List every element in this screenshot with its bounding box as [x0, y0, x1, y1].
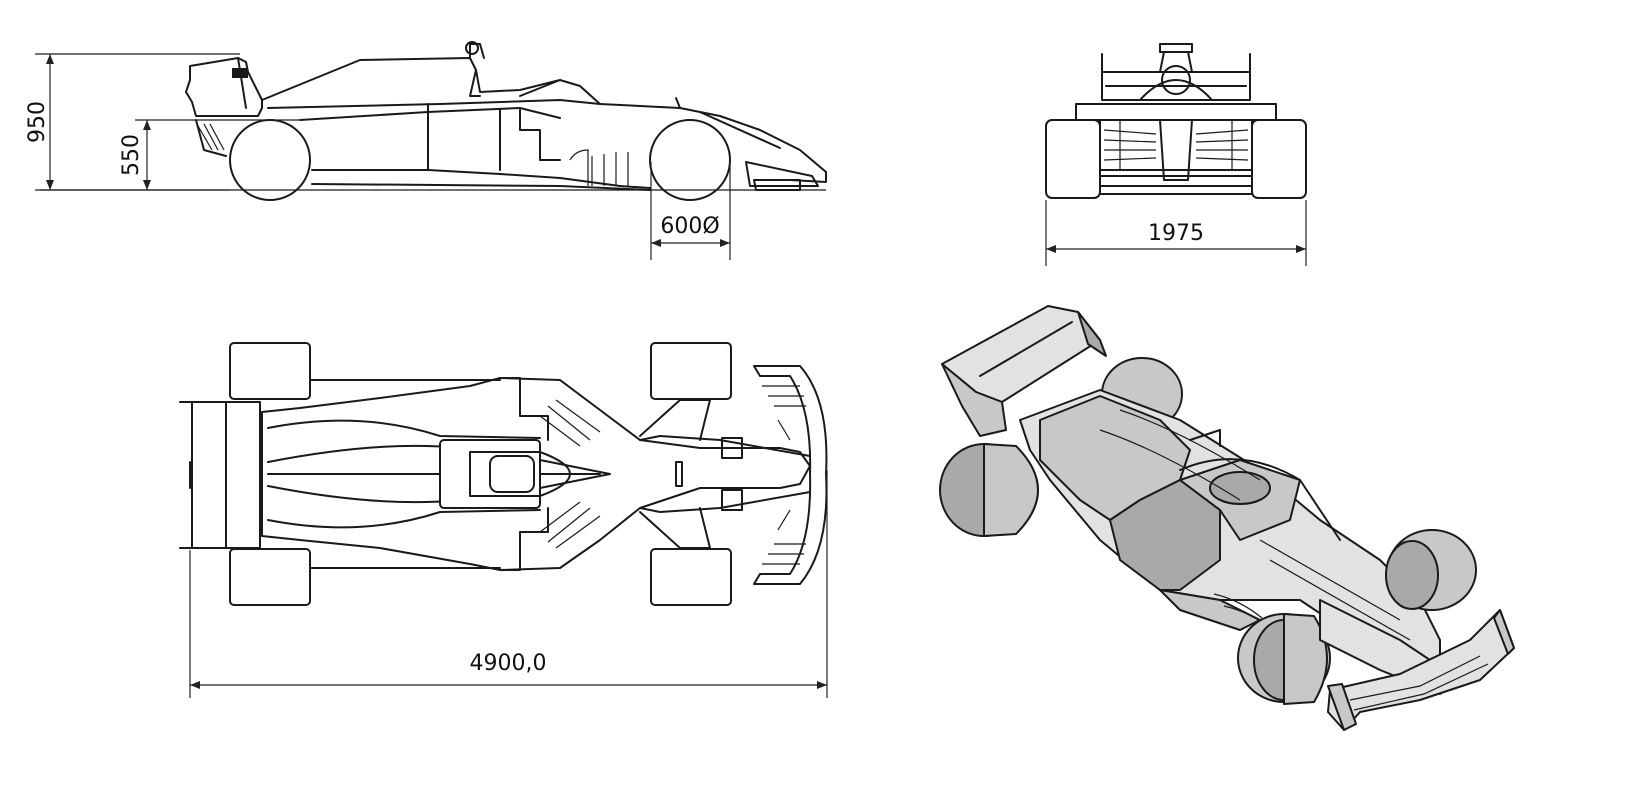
side-view [40, 41, 827, 201]
wheel-diameter-label: 600Ø [660, 214, 719, 239]
dimension-wheel-diameter: 600Ø [650, 162, 731, 260]
dimension-overall-length: 4900,0 [189, 470, 828, 698]
front-view [1045, 43, 1307, 199]
front-track-label: 1975 [1148, 221, 1204, 246]
overall-length-label: 4900,0 [470, 651, 547, 676]
height-total-label: 950 [25, 101, 50, 143]
top-view [179, 342, 828, 606]
dimension-front-track: 1975 [1045, 200, 1307, 266]
height-axle-label: 550 [119, 134, 144, 176]
dimension-height-total: 950 [25, 53, 240, 191]
dimension-height-axle: 550 [119, 119, 300, 190]
isometric-view [939, 305, 1515, 731]
